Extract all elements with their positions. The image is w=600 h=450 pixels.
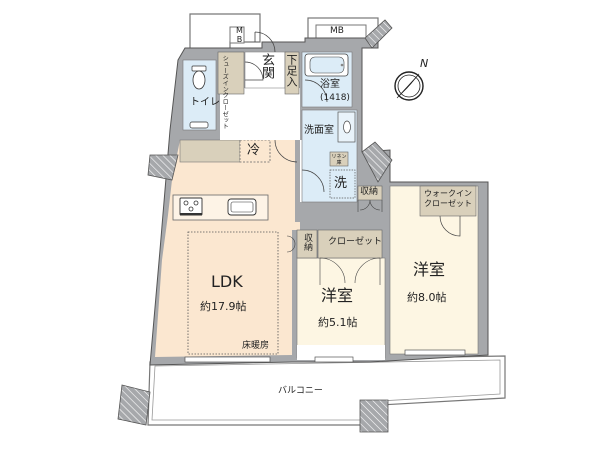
western-room-1-area: 約5.1帖 (318, 316, 358, 329)
washroom-label: 洗面室 (304, 125, 334, 136)
column-bottom-left (117, 384, 151, 426)
walk-in-closet-line2: クローゼット (424, 199, 472, 208)
column-bottom-right (359, 399, 389, 433)
western-room-2-name: 洋室 (413, 260, 446, 279)
ldk-name: LDK (211, 272, 243, 291)
shoe-rack (284, 51, 300, 95)
shoes-in-closet-label: シューズインクローゼット (221, 55, 229, 130)
walk-in-closet-label: ウォークイン クローゼット (424, 189, 472, 209)
fridge-label: 冷 (247, 143, 261, 158)
closet-label: クローゼット (328, 237, 383, 247)
bathroom-size-label: (1418) (320, 93, 350, 103)
windows (184, 349, 466, 363)
ldk-floor-heating-note: 床暖房 (242, 341, 270, 351)
kitchen-counter-upper (179, 139, 241, 163)
ldk-area: 約17.9帖 (200, 300, 247, 313)
storage-2-label: 収納 (302, 233, 312, 251)
walk-in-closet-line1: ウォークイン (424, 189, 472, 198)
toilet-icon (191, 65, 207, 90)
floor-heating-area (187, 231, 279, 355)
bathroom-label: 浴室 (320, 79, 340, 90)
balcony-label: バルコニー (278, 386, 323, 396)
western-room-2-area: 約8.0帖 (407, 291, 447, 304)
closet (317, 229, 383, 259)
linen-closet-label: リネン庫 (331, 154, 347, 166)
shoes-in-closet (217, 51, 245, 95)
laundry-space (329, 169, 356, 199)
shoe-rack-label: 下足入 (285, 54, 298, 87)
walk-in-closet (419, 185, 477, 217)
column-mid-right (361, 141, 393, 183)
storage-1-label: 収納 (360, 187, 379, 197)
entrance-floor (244, 51, 286, 89)
compass-north-label: N (420, 57, 429, 70)
column-top-right (364, 19, 393, 49)
column-left-mid (147, 154, 179, 181)
mb-left-label: MB (235, 26, 244, 44)
western-room-1-name: 洋室 (321, 286, 354, 305)
sink-icon (227, 198, 257, 216)
toilet-label: トイレ (190, 97, 220, 108)
ldk-floor (155, 140, 300, 357)
balcony (147, 355, 506, 426)
compass-icon (394, 71, 424, 101)
linen-closet (329, 151, 349, 167)
laundry-label: 洗 (334, 176, 348, 191)
stove-icon (179, 197, 203, 216)
toilet-sink-icon (189, 121, 209, 129)
mb-right-label: MB (330, 26, 344, 36)
storage-2 (296, 229, 318, 259)
hallway (220, 88, 300, 140)
western-room-1 (296, 257, 386, 359)
entrance-label: 玄関 (259, 53, 274, 79)
